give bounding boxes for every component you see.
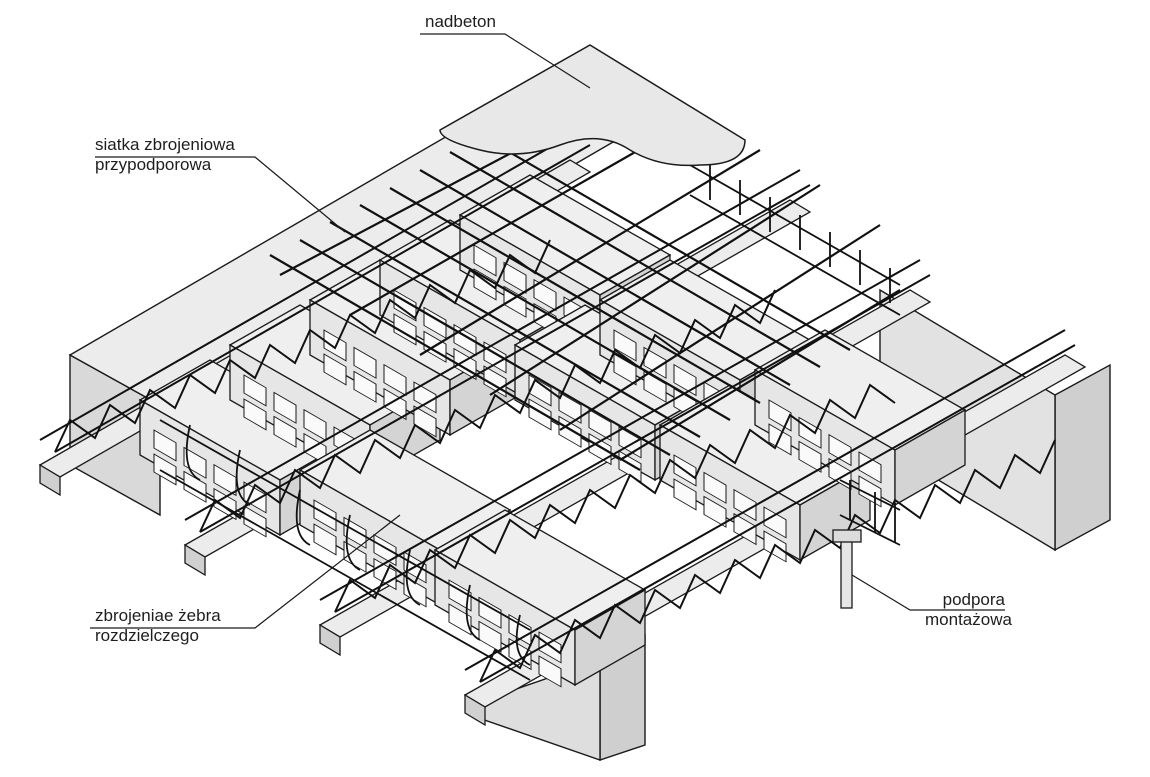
label-distribution-rib: zbrojeniae żebra rozdzielczego: [95, 606, 221, 646]
topping-concrete: [439, 44, 746, 167]
label-siatka-line1: siatka zbrojeniowa: [95, 135, 235, 154]
label-support-mesh: siatka zbrojeniowa przypodporowa: [95, 135, 235, 175]
temporary-prop: [832, 529, 862, 609]
label-podpora-line1: podpora: [942, 590, 1005, 609]
distribution-rib-reinforcement: [159, 419, 531, 681]
label-siatka-line2: przypodporowa: [95, 155, 212, 174]
label-nadbeton: nadbeton: [425, 12, 496, 31]
edge-beam-cage: [689, 164, 901, 546]
label-topping-concrete: nadbeton: [425, 12, 496, 32]
leader-lines: [90, 33, 1005, 629]
label-zbrojenie-line1: zbrojeniae żebra: [95, 606, 221, 625]
label-temporary-prop: podpora montażowa: [925, 590, 1012, 630]
label-podpora-line2: montażowa: [925, 610, 1012, 629]
label-zbrojenie-line2: rozdzielczego: [95, 626, 199, 645]
